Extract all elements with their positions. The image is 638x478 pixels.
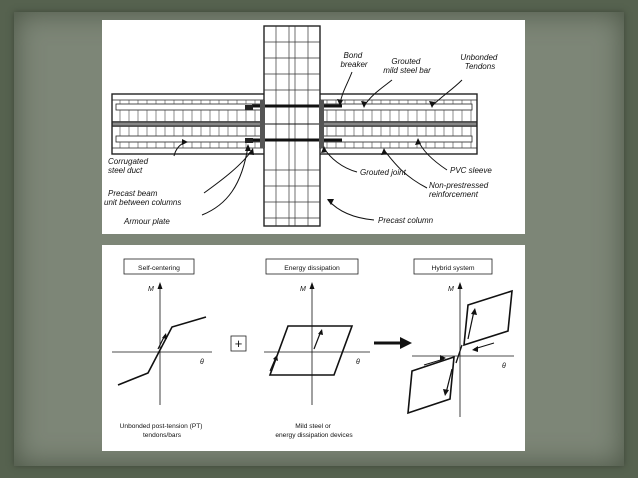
label-grouted-mild-steel-bar: Grouted mild steel bar [383,57,431,75]
grouted-joints [260,100,324,148]
label-precast-beam: Precast beam unit between columns [104,189,181,207]
armour-plates [245,105,253,143]
hysteresis-comparison-diagram: Self-centering M θ Unbonded post-tension… [112,258,514,439]
plus-operator: + [230,335,247,352]
hybrid-upper-loop [463,289,513,347]
label-armour-plate: Armour plate [123,217,170,226]
self-centering-panel: Self-centering M θ Unbonded post-tension… [112,258,212,439]
energy-dissipation-title-box [265,258,359,275]
energy-dissipation-m-axis: M [300,286,306,293]
hybrid-system-panel: Hybrid system M θ [407,258,514,417]
hybrid-system-theta-axis: θ [502,363,506,370]
self-centering-curve [117,316,207,386]
energy-dissipation-loop [268,325,354,376]
label-bond-breaker: Bond breaker [340,51,367,69]
self-centering-m-axis: M [148,286,154,293]
self-centering-theta-axis: θ [200,359,204,366]
label-corrugated-steel-duct: Corrugated steel duct [108,157,150,175]
grouted-bars [112,104,477,142]
combination-arrow [374,337,412,349]
connection-diagram-panel: Bond breaker Grouted mild steel bar Unbo… [102,20,525,234]
self-centering-title: Self-centering [138,265,180,272]
precast-column [263,25,321,227]
leader-arrowheads [182,99,435,205]
self-centering-caption: Unbonded post-tension (PT) tendons/bars [120,423,205,439]
label-precast-column: Precast column [378,216,434,225]
hybrid-lower-loop [407,355,455,415]
label-grouted-joint: Grouted joint [360,168,407,177]
hybrid-system-m-axis: M [448,286,454,293]
hybrid-system-title: Hybrid system [431,265,474,272]
svg-text:+: + [235,336,243,351]
label-non-prestressed-reinforcement: Non-prestressed reinforcement [429,181,490,199]
label-unbonded-tendons: Unbonded Tendons [460,53,499,71]
energy-dissipation-theta-axis: θ [356,359,360,366]
energy-dissipation-title: Energy dissipation [284,265,340,272]
leader-lines [173,71,463,221]
energy-dissipation-panel: Energy dissipation M θ Mild steel or ene… [264,258,370,439]
beam-column-connection-diagram: Bond breaker Grouted mild steel bar Unbo… [104,25,499,227]
hybrid-system-title-box [413,258,493,275]
hysteresis-diagram-panel: Self-centering M θ Unbonded post-tension… [102,245,525,451]
energy-dissipation-caption: Mild steel or energy dissipation devices [275,423,353,439]
label-pvc-sleeve: PVC sleeve [450,166,492,175]
self-centering-title-box [123,258,195,275]
